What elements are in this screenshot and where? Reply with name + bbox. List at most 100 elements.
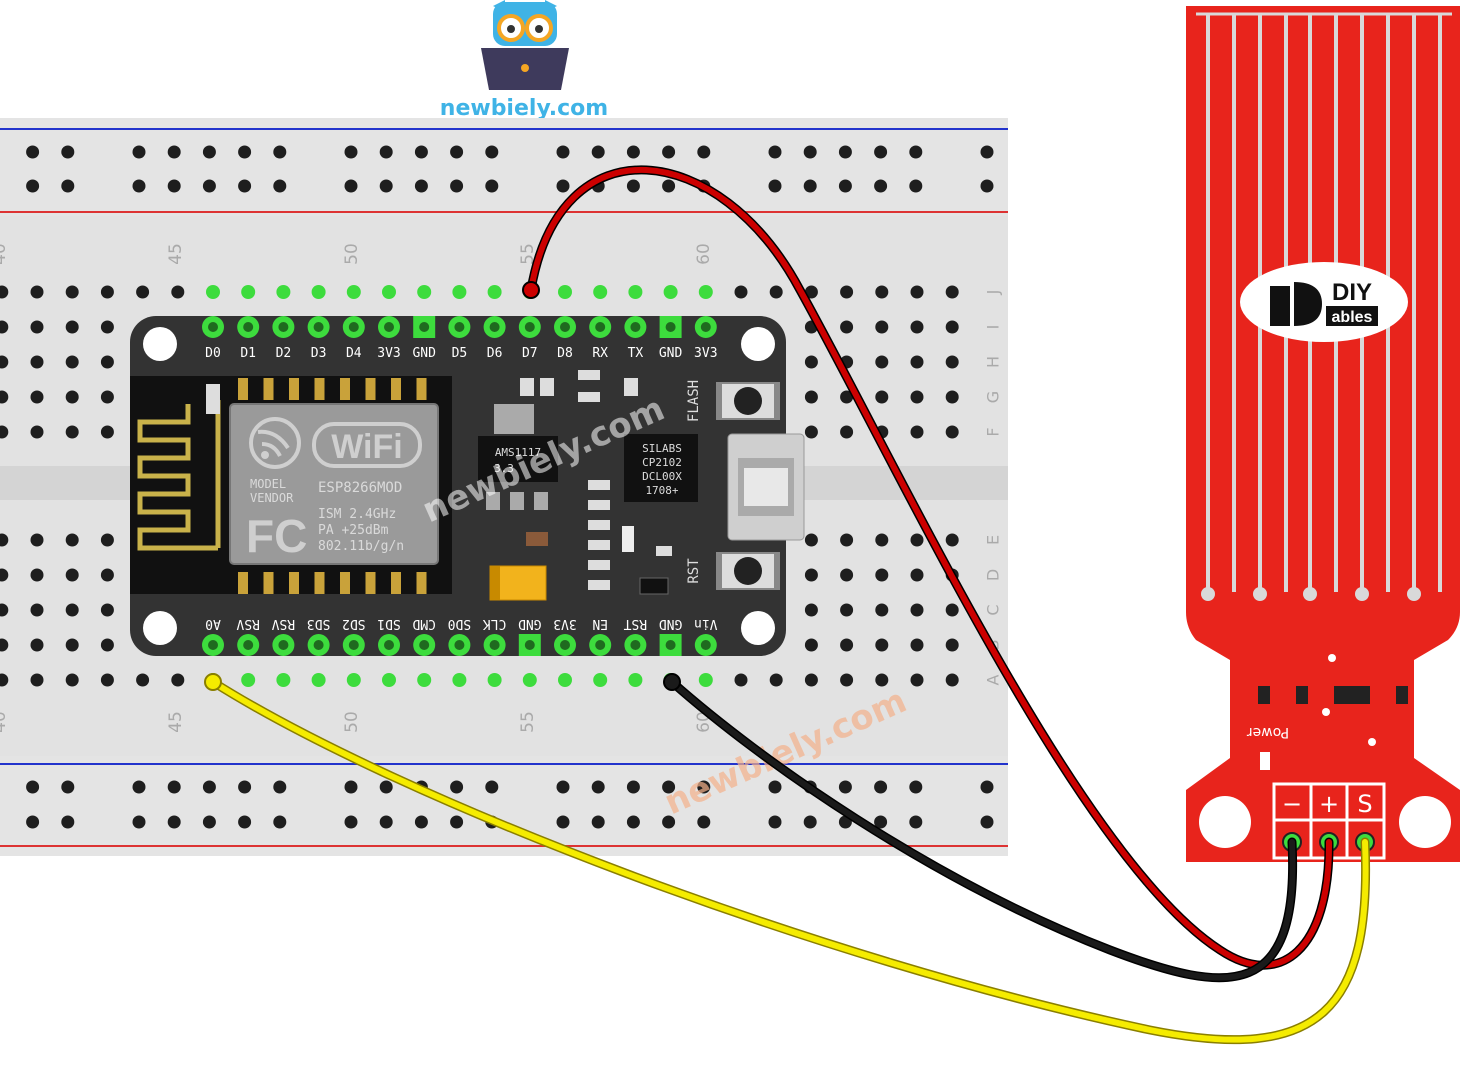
breadboard-hole — [0, 355, 9, 369]
nodemcu-pin-top[interactable] — [384, 322, 394, 332]
brand-main-text: DIY — [1332, 279, 1372, 306]
nodemcu-pin-top[interactable] — [348, 322, 359, 332]
breadboard-hole — [30, 390, 44, 404]
breadboard-hole — [945, 638, 959, 652]
rail-hole — [909, 815, 923, 829]
nodemcu-pin-top[interactable] — [560, 322, 570, 332]
breadboard-hole — [804, 425, 818, 439]
mount-hole-bl — [143, 611, 177, 645]
nodemcu-pin-bottom[interactable] — [700, 640, 711, 650]
pin-label-top: D6 — [487, 346, 503, 361]
breadboard-hole — [100, 285, 114, 299]
wifi-logo-text: WiFi — [331, 428, 402, 466]
pin-label-bottom: SD2 — [342, 616, 365, 631]
row-label: C — [984, 604, 1003, 615]
rail-hole — [662, 179, 676, 193]
breadboard-hole — [100, 533, 114, 547]
rail-hole — [202, 815, 216, 829]
rail-hole — [450, 145, 464, 159]
rail-hole — [556, 780, 570, 794]
nodemcu-pin-bottom[interactable] — [665, 640, 676, 650]
nodemcu-pin-bottom[interactable] — [419, 640, 430, 650]
breadboard-hole — [100, 320, 114, 334]
nodemcu-pin-top[interactable] — [208, 322, 218, 332]
nodemcu-pin-bottom[interactable] — [595, 640, 606, 650]
owl-icon — [481, 0, 569, 90]
nodemcu-pin-top[interactable] — [595, 322, 606, 332]
nodemcu-pin-top[interactable] — [524, 322, 535, 332]
rail-hole — [379, 179, 393, 193]
breadboard-hole — [840, 390, 854, 404]
breadboard-hole — [945, 533, 959, 547]
breadboard-hole — [0, 673, 9, 687]
nodemcu-pin-bottom[interactable] — [630, 640, 641, 650]
breadboard-hole — [30, 285, 44, 299]
rail-hole — [803, 815, 817, 829]
breadboard-hole — [945, 390, 959, 404]
rail-hole — [626, 815, 640, 829]
nodemcu-pin-top[interactable] — [243, 322, 254, 332]
nodemcu-pin-bottom[interactable] — [454, 640, 465, 650]
rail-hole — [874, 780, 888, 794]
breadboard-hole — [734, 285, 748, 299]
nodemcu-pin-top[interactable] — [700, 322, 711, 332]
rail-hole — [768, 815, 782, 829]
pin-label-top: D3 — [311, 346, 327, 361]
breadboard-hole — [804, 638, 818, 652]
nodemcu-pin-bottom[interactable] — [208, 640, 218, 650]
rail-hole — [803, 145, 817, 159]
module-ism-label: ISM 2.4GHz — [318, 507, 396, 522]
breadboard-hole — [804, 603, 818, 617]
breadboard-hole — [100, 355, 114, 369]
breadboard-hole — [0, 320, 9, 334]
rail-hole — [768, 145, 782, 159]
nodemcu-pin-bottom[interactable] — [384, 640, 394, 650]
nodemcu-pin-bottom[interactable] — [524, 640, 535, 650]
nodemcu-pin-top[interactable] — [489, 322, 500, 332]
rail-hole — [662, 815, 676, 829]
nodemcu-pin-bottom[interactable] — [489, 640, 500, 650]
brand-sub-text: ables — [1332, 309, 1373, 326]
rail-hole — [238, 145, 252, 159]
breadboard-hole — [30, 673, 44, 687]
pin-label-bottom: CLK — [483, 616, 507, 631]
breadboard-hole — [65, 285, 79, 299]
breadboard-hole — [840, 320, 854, 334]
breadboard-hole-active — [593, 673, 608, 687]
breadboard-hole — [910, 533, 924, 547]
nodemcu-pin-bottom[interactable] — [348, 640, 359, 650]
sense-trace-pad — [1303, 587, 1317, 601]
rail-hole — [414, 815, 428, 829]
rst-button[interactable] — [716, 552, 780, 590]
rail-hole — [379, 815, 393, 829]
nodemcu-pin-top[interactable] — [313, 322, 324, 332]
nodemcu-pin-top[interactable] — [419, 322, 430, 332]
breadboard-hole — [171, 285, 185, 299]
breadboard-hole-active — [628, 673, 643, 687]
rail-hole — [414, 145, 428, 159]
rail-hole — [556, 145, 570, 159]
breadboard-hole — [0, 568, 9, 582]
nodemcu-pin-top[interactable] — [665, 322, 676, 332]
rail-hole — [591, 780, 605, 794]
rail-hole — [556, 179, 570, 193]
rail-hole — [803, 179, 817, 193]
ams1117-regulator — [478, 436, 558, 482]
breadboard-hole — [100, 603, 114, 617]
rail-hole — [591, 145, 605, 159]
newbiely-logo: newbiely.com — [440, 0, 608, 121]
rail-hole — [838, 145, 852, 159]
nodemcu-pin-top[interactable] — [278, 322, 289, 332]
breadboard-hole-active — [628, 285, 643, 299]
nodemcu-pin-top[interactable] — [630, 322, 641, 332]
rail-hole — [626, 780, 640, 794]
nodemcu-pin-bottom[interactable] — [313, 640, 324, 650]
nodemcu-pin-top[interactable] — [454, 322, 465, 332]
flash-button[interactable] — [716, 382, 780, 420]
nodemcu-pin-bottom[interactable] — [278, 640, 289, 650]
rail-hole — [980, 780, 994, 794]
nodemcu-pin-bottom[interactable] — [560, 640, 570, 650]
pin-label-bottom: SD1 — [377, 616, 400, 631]
nodemcu-pin-bottom[interactable] — [243, 640, 254, 650]
regulator-tab — [494, 404, 534, 434]
